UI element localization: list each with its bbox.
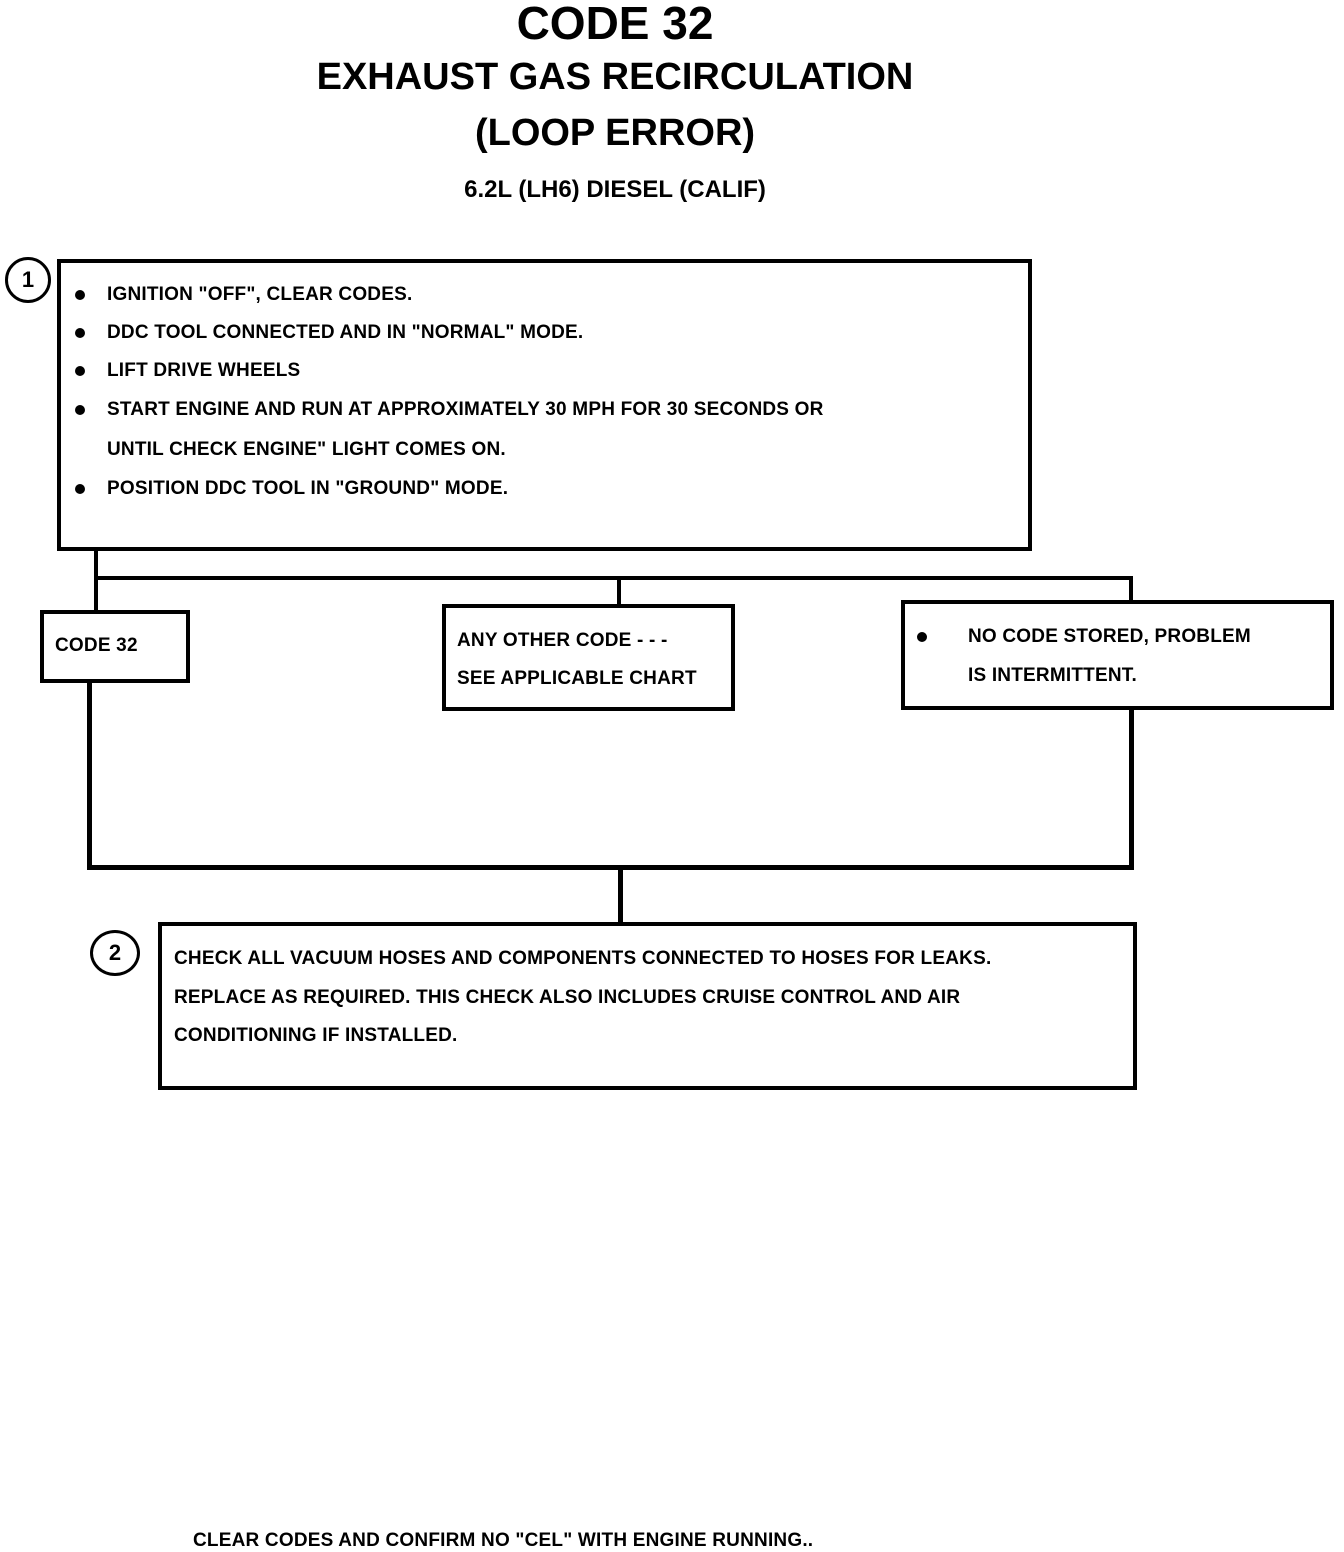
connector-line bbox=[87, 865, 1134, 870]
step-2-line: CHECK ALL VACUUM HOSES AND COMPONENTS CO… bbox=[174, 948, 992, 969]
step-2-box bbox=[158, 922, 1137, 1090]
step-1-item: IGNITION "OFF", CLEAR CODES. bbox=[107, 284, 413, 305]
step-2-line: REPLACE AS REQUIRED. THIS CHECK ALSO INC… bbox=[174, 987, 961, 1008]
step-1-item: POSITION DDC TOOL IN "GROUND" MODE. bbox=[107, 478, 509, 499]
connector-line bbox=[94, 576, 1133, 580]
bullet-icon bbox=[75, 484, 85, 494]
connector-line bbox=[1129, 576, 1133, 603]
bullet-icon bbox=[75, 328, 85, 338]
step-1-item: LIFT DRIVE WHEELS bbox=[107, 360, 301, 381]
step-2-marker: 2 bbox=[90, 930, 140, 976]
step-1-item: DDC TOOL CONNECTED AND IN "NORMAL" MODE. bbox=[107, 322, 584, 343]
bullet-icon bbox=[75, 405, 85, 415]
branch-code32-box bbox=[40, 610, 190, 683]
connector-line bbox=[617, 576, 621, 607]
branch-code32-label: CODE 32 bbox=[55, 635, 138, 656]
step-1-item: START ENGINE AND RUN AT APPROXIMATELY 30… bbox=[107, 399, 824, 420]
step-1-number: 1 bbox=[21, 267, 35, 292]
branch-no-code-line1: NO CODE STORED, PROBLEM bbox=[968, 626, 1251, 647]
chart-subtitle-error: (LOOP ERROR) bbox=[474, 112, 756, 154]
step-1-item-continuation: UNTIL CHECK ENGINE" LIGHT COMES ON. bbox=[107, 439, 506, 460]
step-2-line: CONDITIONING IF INSTALLED. bbox=[174, 1025, 458, 1046]
chart-subtitle: EXHAUST GAS RECIRCULATION bbox=[316, 56, 914, 98]
connector-line bbox=[87, 681, 92, 870]
chart-title: CODE 32 bbox=[516, 0, 714, 49]
step-2-number: 2 bbox=[108, 940, 122, 965]
bullet-icon bbox=[75, 366, 85, 376]
branch-other-code-line2: SEE APPLICABLE CHART bbox=[457, 668, 697, 689]
step-1-box bbox=[57, 259, 1032, 551]
branch-other-code-line1: ANY OTHER CODE - - - bbox=[457, 630, 668, 651]
branch-no-code-line2: IS INTERMITTENT. bbox=[968, 665, 1137, 686]
bullet-icon bbox=[917, 632, 927, 642]
branch-other-code-box bbox=[442, 604, 735, 711]
branch-no-code-box bbox=[901, 600, 1334, 710]
footer-note: CLEAR CODES AND CONFIRM NO "CEL" WITH EN… bbox=[193, 1530, 814, 1551]
step-1-marker: 1 bbox=[5, 257, 51, 303]
connector-line bbox=[1129, 708, 1134, 870]
engine-label: 6.2L (LH6) DIESEL (CALIF) bbox=[464, 176, 766, 203]
bullet-icon bbox=[75, 290, 85, 300]
connector-line bbox=[618, 867, 623, 925]
connector-line bbox=[94, 549, 98, 613]
